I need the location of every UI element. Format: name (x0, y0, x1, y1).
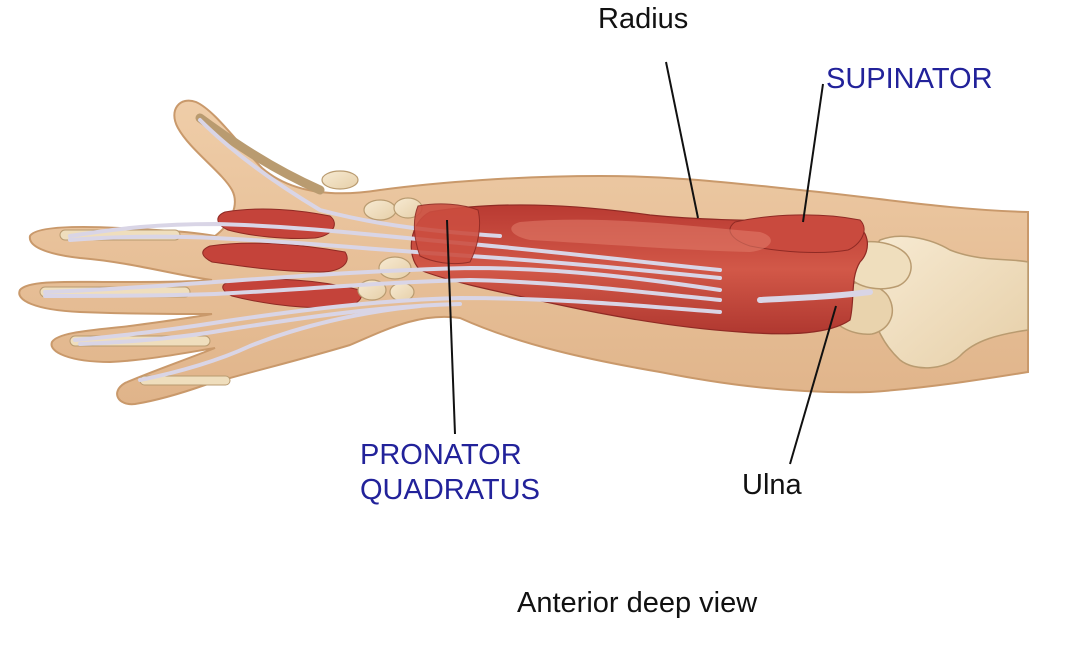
muscle-highlight (511, 219, 771, 252)
thenar-muscles (217, 208, 335, 240)
flexor-tendons (43, 118, 722, 382)
view-caption: Anterior deep view (517, 587, 758, 619)
ulna-label: Ulna (742, 469, 802, 501)
pronator-label-line1: PRONATOR (360, 439, 522, 471)
ulna-leader-line (789, 305, 837, 465)
leader-lines (446, 61, 837, 465)
radius-label: Radius (598, 3, 689, 35)
supinator-leader-line (802, 83, 824, 223)
pronator-quadratus-label: PRONATOR QUADRATUS (360, 438, 540, 508)
radius-leader-line (665, 61, 699, 219)
palm-muscles-upper (202, 242, 348, 273)
pronator-leader-line (446, 219, 456, 435)
carpal-bones (321, 170, 423, 302)
pronator-label-line2: QUADRATUS (360, 473, 540, 506)
supinator-label: SUPINATOR (826, 63, 993, 95)
elbow-tendon (757, 289, 873, 303)
